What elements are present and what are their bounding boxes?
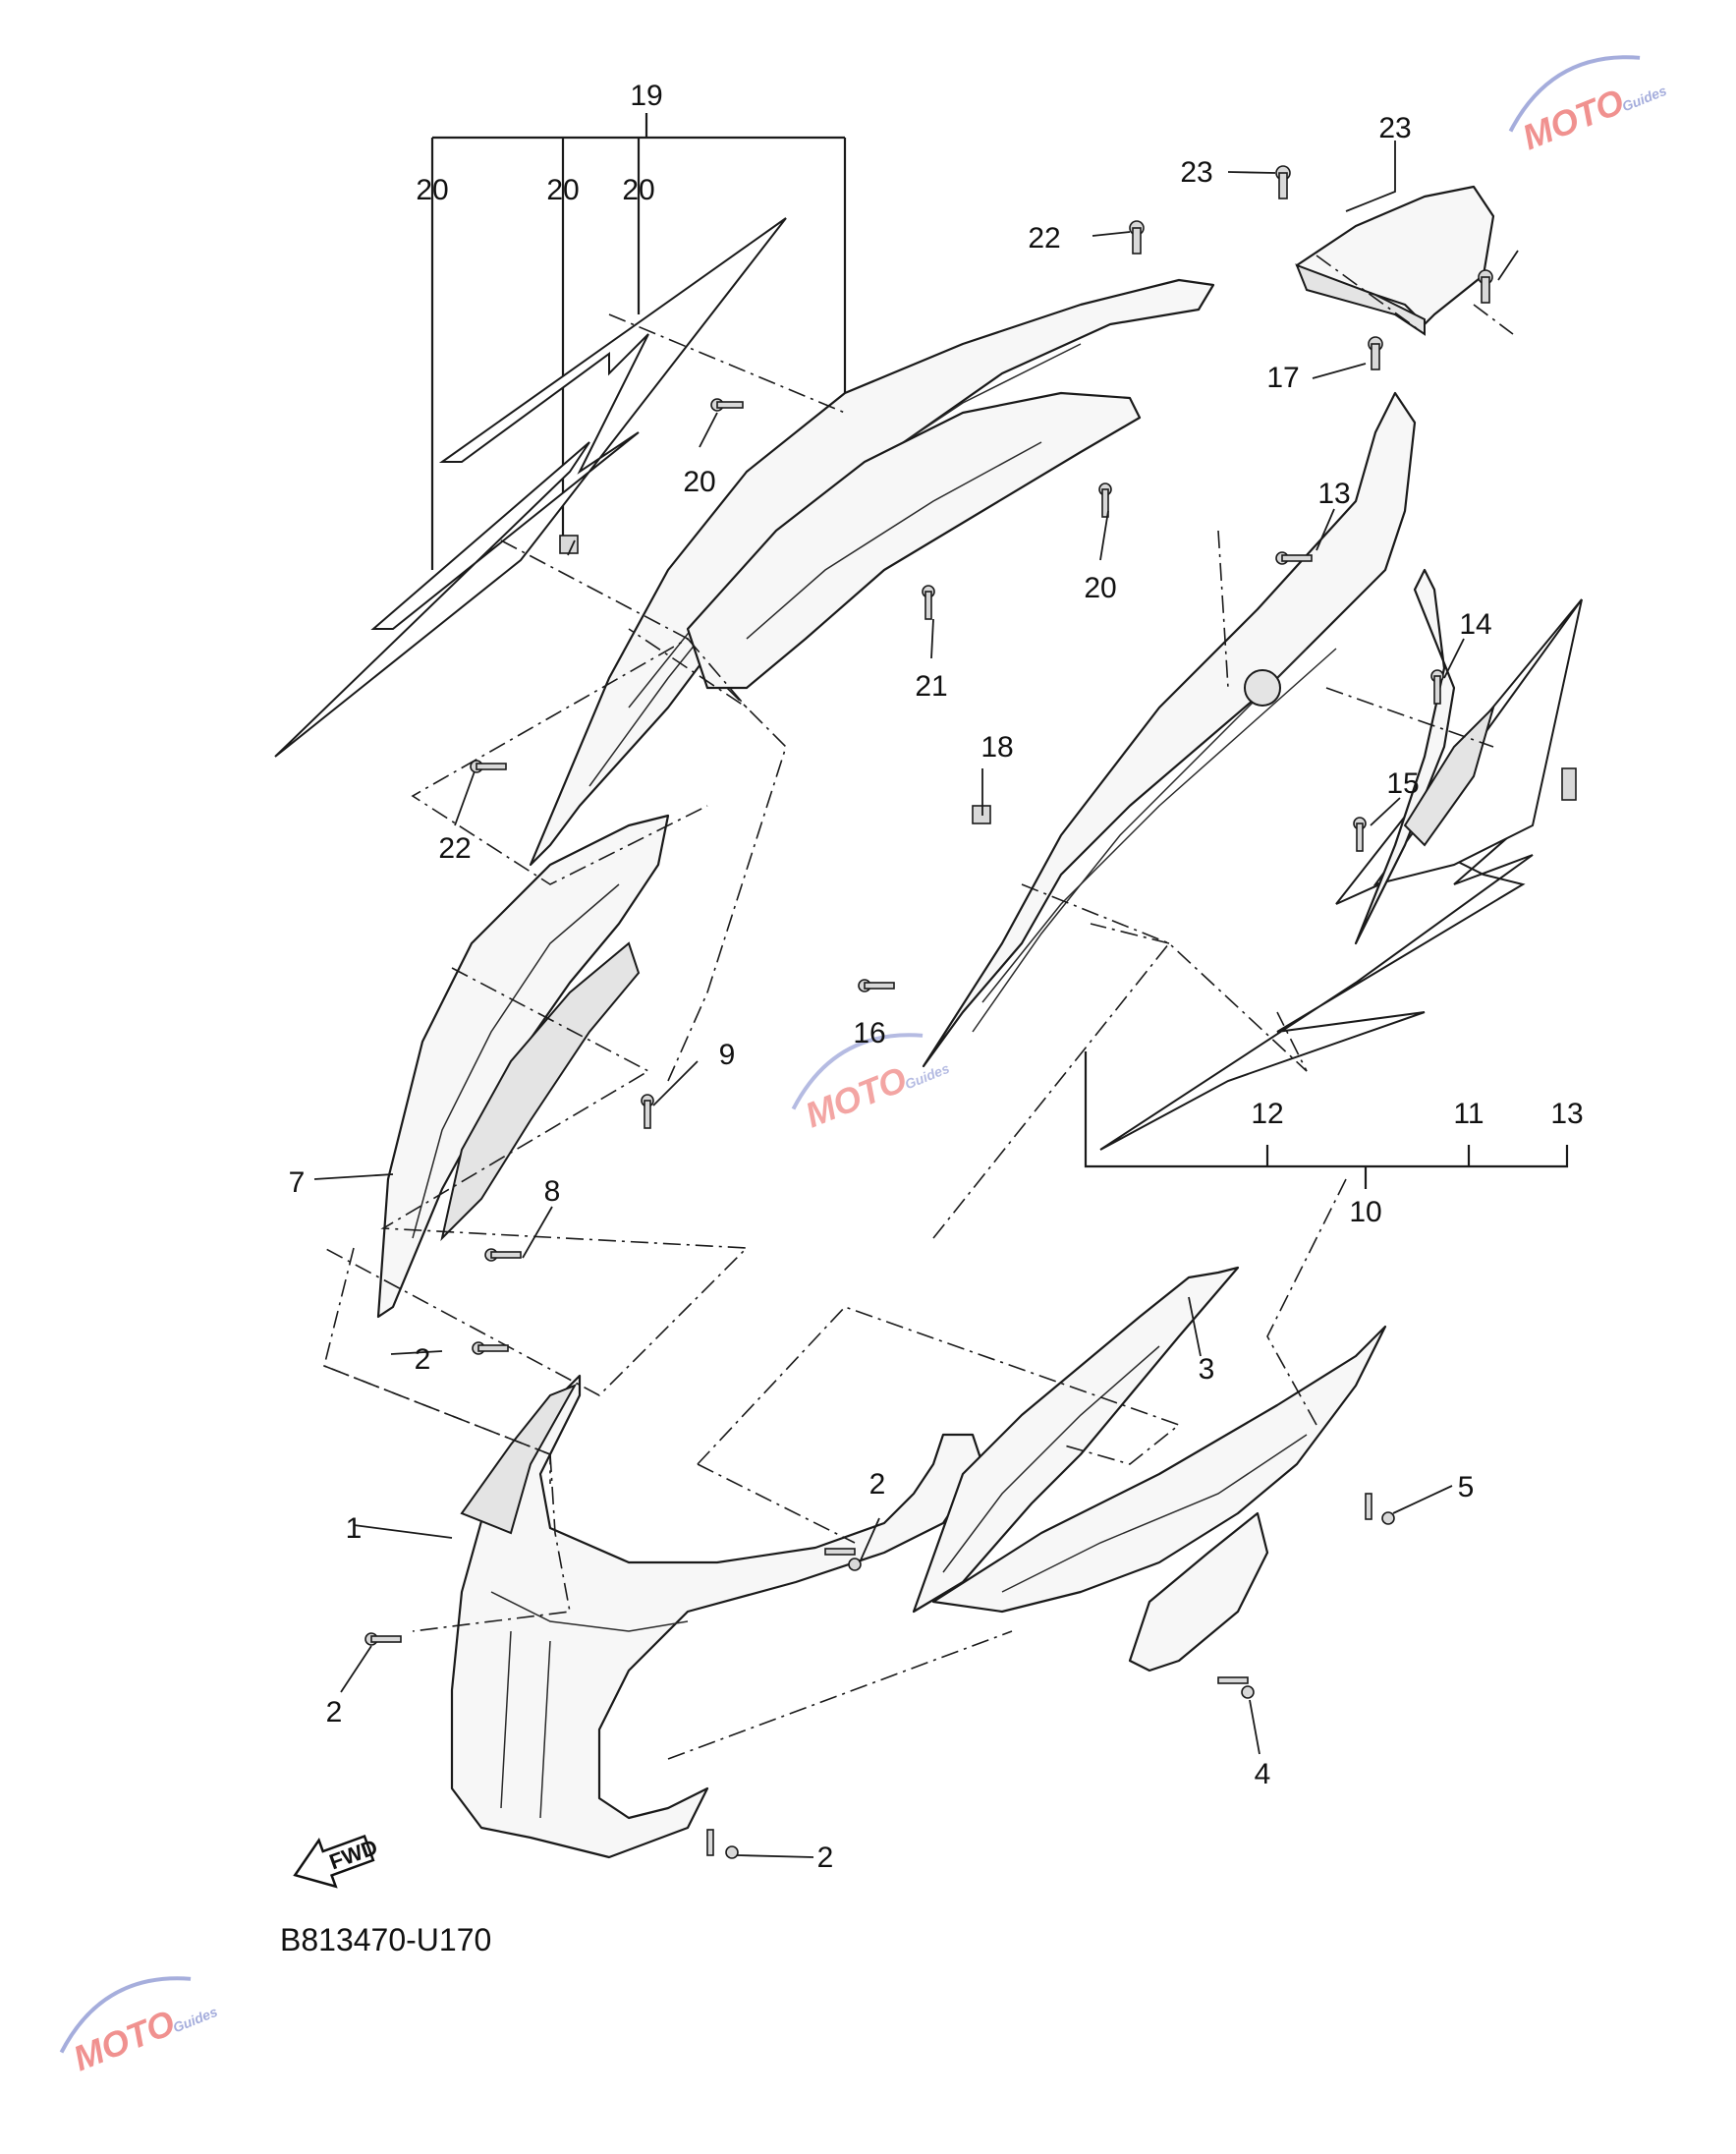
screw-icon [472,1341,509,1355]
screw-icon [484,1248,522,1262]
callout-2-d: 2 [817,1842,834,1874]
callout-13-d: 16 [853,1017,885,1049]
rivet-icon [1129,220,1145,255]
screw-icon [1365,1493,1395,1525]
callout-22: 23 [1378,112,1411,144]
bracket-9 [1084,1051,1569,1189]
callout-19: 20 [546,174,579,206]
screw-icon [1217,1676,1255,1699]
callout-20-d: 22 [438,832,471,865]
callout-4: 4 [1255,1758,1271,1790]
callout-13-a: 13 [1317,478,1350,510]
callout-2-a: 2 [415,1343,431,1376]
part-lower-cover-4 [1128,1511,1269,1672]
callout-3: 3 [1199,1353,1215,1386]
part-rear-inner-panel [686,391,1142,690]
screw-icon [1353,817,1367,852]
callout-2-c: 2 [326,1696,343,1729]
callout-8: 9 [719,1039,736,1071]
fwd-arrow-icon: FWD [293,1835,380,1889]
screw-icon [922,585,935,620]
callout-11: 12 [1251,1098,1283,1130]
decal-17-18 [274,217,787,758]
callout-7: 8 [544,1175,561,1208]
screw-icon [1098,482,1112,518]
callout-12: 13 [1550,1098,1583,1130]
screw-icon [1275,551,1313,565]
watermark-sub: Guides [1620,83,1669,115]
screw-icon [824,1548,862,1571]
callout-1: 1 [346,1512,363,1545]
callouts: 19 20 20 20 23 23 22 17 20 13 20 14 21 1… [289,80,1584,1874]
callout-23-left: 23 [1180,156,1212,189]
part-side-cover-right-inner [1354,568,1496,945]
clip-icon [1561,767,1577,801]
watermark-sub-center: Guides [903,1060,952,1093]
screw-icon [641,1094,654,1129]
callout-16: 19 [630,80,662,112]
part-lower-cover-3 [912,1266,1240,1614]
part-cowl-22 [1295,185,1495,336]
watermark-brand-bottom: MOTO [68,2002,181,2078]
screw-icon [470,760,507,773]
rivet-icon [1368,336,1383,370]
leader-lines [313,141,1519,1858]
part-front-cover-1 [450,1374,984,1859]
bracket-16 [430,113,847,570]
clip-icon [972,805,991,824]
callout-21: 22 [1028,222,1060,255]
callout-2-b: 2 [869,1468,886,1501]
watermark-bottom-left: MOTO Guides [59,1976,220,2078]
fasteners [364,165,1577,1859]
screw-icon [710,398,744,412]
callout-9: 10 [1349,1196,1381,1228]
watermark-top-right: MOTO Guides [1508,55,1669,157]
callout-5: 5 [1458,1471,1475,1503]
screw-icon [858,979,895,992]
callout-6: 7 [289,1166,306,1199]
assembly-lines [323,255,1514,1760]
callout-13-b: 14 [1459,608,1491,641]
callout-15: 18 [980,731,1013,764]
screw-icon [706,1829,739,1859]
callout-13-c: 15 [1386,767,1419,800]
callout-20-c: 21 [915,670,947,703]
watermark-brand: MOTO [1517,81,1630,157]
callout-20-a: 20 [683,466,715,498]
rivet-icon [1478,269,1493,304]
rivet-icon [1275,165,1291,199]
callout-10: 11 [1453,1098,1484,1130]
callout-17: 20 [622,174,654,206]
part-lower-cover-5 [931,1325,1387,1614]
screw-icon [1430,669,1444,705]
decal-10-11 [1099,598,1583,1151]
screw-icon [364,1632,402,1646]
callout-14: 17 [1266,362,1299,394]
part-code: B813470-U170 [280,1922,491,1957]
callout-20-b: 20 [1084,572,1116,604]
watermark-sub-bottom: Guides [171,2004,220,2036]
watermark-brand-center: MOTO [800,1058,913,1135]
part-side-cover-right [922,391,1417,1068]
clip-icon [559,535,579,554]
callout-18: 20 [416,174,448,206]
